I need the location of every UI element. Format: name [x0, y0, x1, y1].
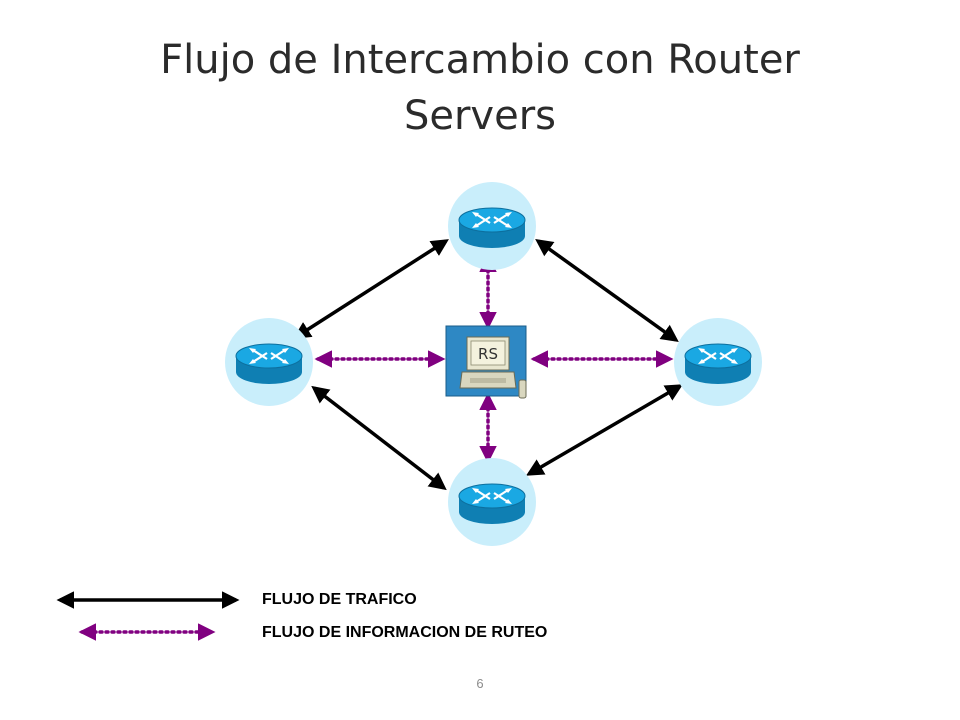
traffic-link-top-right [535, 238, 679, 343]
page-number: 6 [476, 676, 484, 691]
route-server-icon: RS [445, 325, 527, 399]
traffic-link-bottom-left [311, 385, 447, 491]
traffic-link-top-left [293, 239, 449, 339]
traffic-link-bottom-right [525, 384, 684, 476]
router-top [446, 182, 538, 270]
slide-title: Flujo de Intercambio con Router Servers [160, 37, 800, 139]
route-server-label: RS [478, 345, 498, 363]
router-left [223, 318, 315, 406]
legend-traffic-label: FLUJO DE TRAFICO [262, 591, 417, 608]
router-bottom [446, 458, 538, 546]
router-right [672, 318, 764, 406]
legend-routing-label: FLUJO DE INFORMACION DE RUTEO [262, 624, 548, 641]
